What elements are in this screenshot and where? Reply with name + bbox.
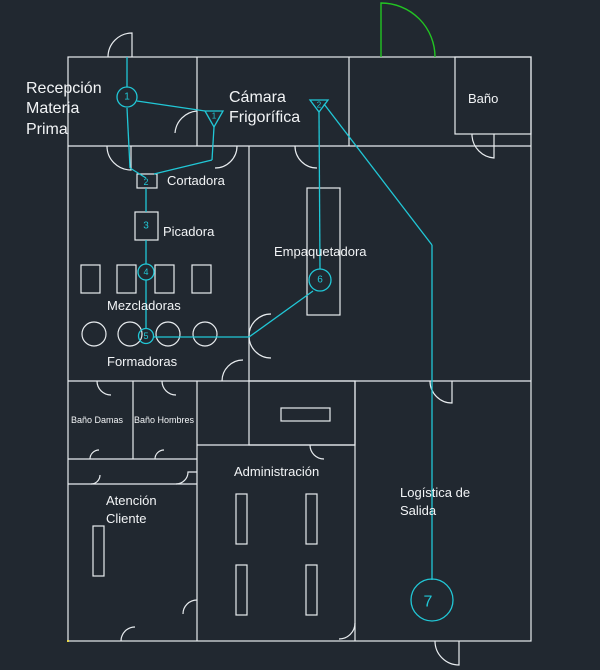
- walls: [67, 56, 532, 642]
- label-logistica-line2: Salida: [400, 503, 437, 518]
- door-atencion-admin: [182, 599, 198, 615]
- door-logistica-top: [429, 380, 453, 404]
- flow-1-to-1b: [136, 100, 206, 112]
- label-atencion-line1: Atención: [106, 493, 157, 508]
- cortadora-machine: [136, 173, 158, 189]
- node-1-label: 1: [124, 92, 130, 103]
- label-recepcion-line3: Prima: [26, 121, 68, 138]
- atencion-counter: [92, 525, 105, 577]
- admin-desk-1: [235, 493, 248, 545]
- door-corridor-c: [90, 474, 101, 485]
- outer-wall: [67, 56, 532, 642]
- node-3-label: 3: [143, 221, 149, 232]
- door-logistica-bottom: [434, 640, 460, 666]
- formadora-2: [117, 321, 143, 347]
- empaquetadora-machine: [306, 187, 341, 316]
- door-corridor-d: [175, 471, 197, 485]
- room-labels: Recepción Materia Prima Cámara Frigorífi…: [26, 80, 498, 526]
- wall-bano-room: [454, 56, 532, 135]
- label-formadoras: Formadoras: [107, 354, 178, 369]
- label-camara-line2: Frigorífica: [229, 109, 300, 126]
- process-flow: [126, 57, 433, 580]
- flow-2b-to-logistica: [323, 103, 433, 246]
- label-picadora: Picadora: [163, 224, 215, 239]
- door-admin-bottom: [338, 622, 356, 640]
- door-storage: [309, 444, 325, 460]
- node-2-label: 2: [143, 177, 148, 187]
- door-corridor-3: [294, 145, 318, 169]
- label-camara-line1: Cámara: [229, 89, 286, 106]
- door-corridor-a: [89, 449, 100, 460]
- node-2b-triangle: [308, 99, 330, 114]
- formadora-3: [155, 321, 181, 347]
- door-corridor-2: [214, 145, 238, 169]
- node-4-circle: [137, 263, 155, 281]
- flow-1-down: [126, 107, 131, 169]
- door-corridor-1: [106, 145, 132, 171]
- mezcladora-2: [116, 264, 137, 294]
- formadora-1: [81, 321, 107, 347]
- door-atencion-bottom: [120, 626, 136, 642]
- door-banos-damas: [96, 380, 112, 396]
- equipment: [80, 173, 341, 616]
- label-atencion-line2: Cliente: [106, 511, 146, 526]
- node-1b-triangle: [203, 110, 225, 129]
- mezcladora-4: [191, 264, 212, 294]
- node-1b-label: 1: [212, 112, 217, 121]
- label-recepcion-line1: Recepción: [26, 80, 102, 97]
- flow-6-to-2b: [318, 111, 321, 270]
- door-recepcion-top: [107, 32, 133, 58]
- door-entrance-green: [380, 2, 436, 58]
- label-mezcladoras: Mezcladoras: [107, 298, 181, 313]
- node-7-label: 7: [424, 594, 433, 611]
- flow-corridor-to-2: [129, 167, 147, 179]
- label-bano-hombres: Baño Hombres: [134, 415, 195, 425]
- node-7-circle: [410, 578, 454, 622]
- node-5-circle: [137, 327, 155, 345]
- node-6-circle: [308, 268, 332, 292]
- doors: [89, 2, 495, 666]
- corner-marker: [67, 640, 69, 642]
- door-production-empaque: [248, 313, 272, 359]
- storage-shelf: [280, 407, 331, 422]
- node-4-label: 4: [143, 267, 148, 277]
- node-6-label: 6: [317, 275, 323, 286]
- door-production-bottom: [221, 359, 244, 382]
- flow-nodes: 1 1 2 2 3 4 5 6 7: [116, 86, 454, 622]
- node-1-circle: [116, 86, 138, 108]
- label-bano-damas: Baño Damas: [71, 415, 124, 425]
- label-logistica-line1: Logística de: [400, 485, 470, 500]
- label-recepcion-line2: Materia: [26, 100, 79, 117]
- label-administracion: Administración: [234, 464, 319, 479]
- node-5-label: 5: [143, 331, 148, 341]
- label-bano: Baño: [468, 91, 498, 106]
- formadora-4: [192, 321, 218, 347]
- wall-storage-box: [248, 380, 356, 446]
- admin-desk-4: [305, 564, 318, 616]
- flow-corridor-to-2-b: [153, 159, 213, 175]
- door-bano: [471, 134, 495, 159]
- mezcladora-3: [154, 264, 175, 294]
- flow-door-to-6: [248, 290, 314, 338]
- admin-desk-3: [235, 564, 248, 616]
- door-banos-hombres: [161, 380, 177, 396]
- label-cortadora: Cortadora: [167, 173, 226, 188]
- door-camara: [174, 110, 198, 134]
- admin-desk-2: [305, 493, 318, 545]
- door-corridor-b: [154, 449, 165, 460]
- mezcladora-1: [80, 264, 101, 294]
- node-2b-label: 2: [317, 101, 322, 110]
- label-empaquetadora: Empaquetadora: [274, 244, 367, 259]
- flow-1b-to-corridor: [211, 126, 215, 161]
